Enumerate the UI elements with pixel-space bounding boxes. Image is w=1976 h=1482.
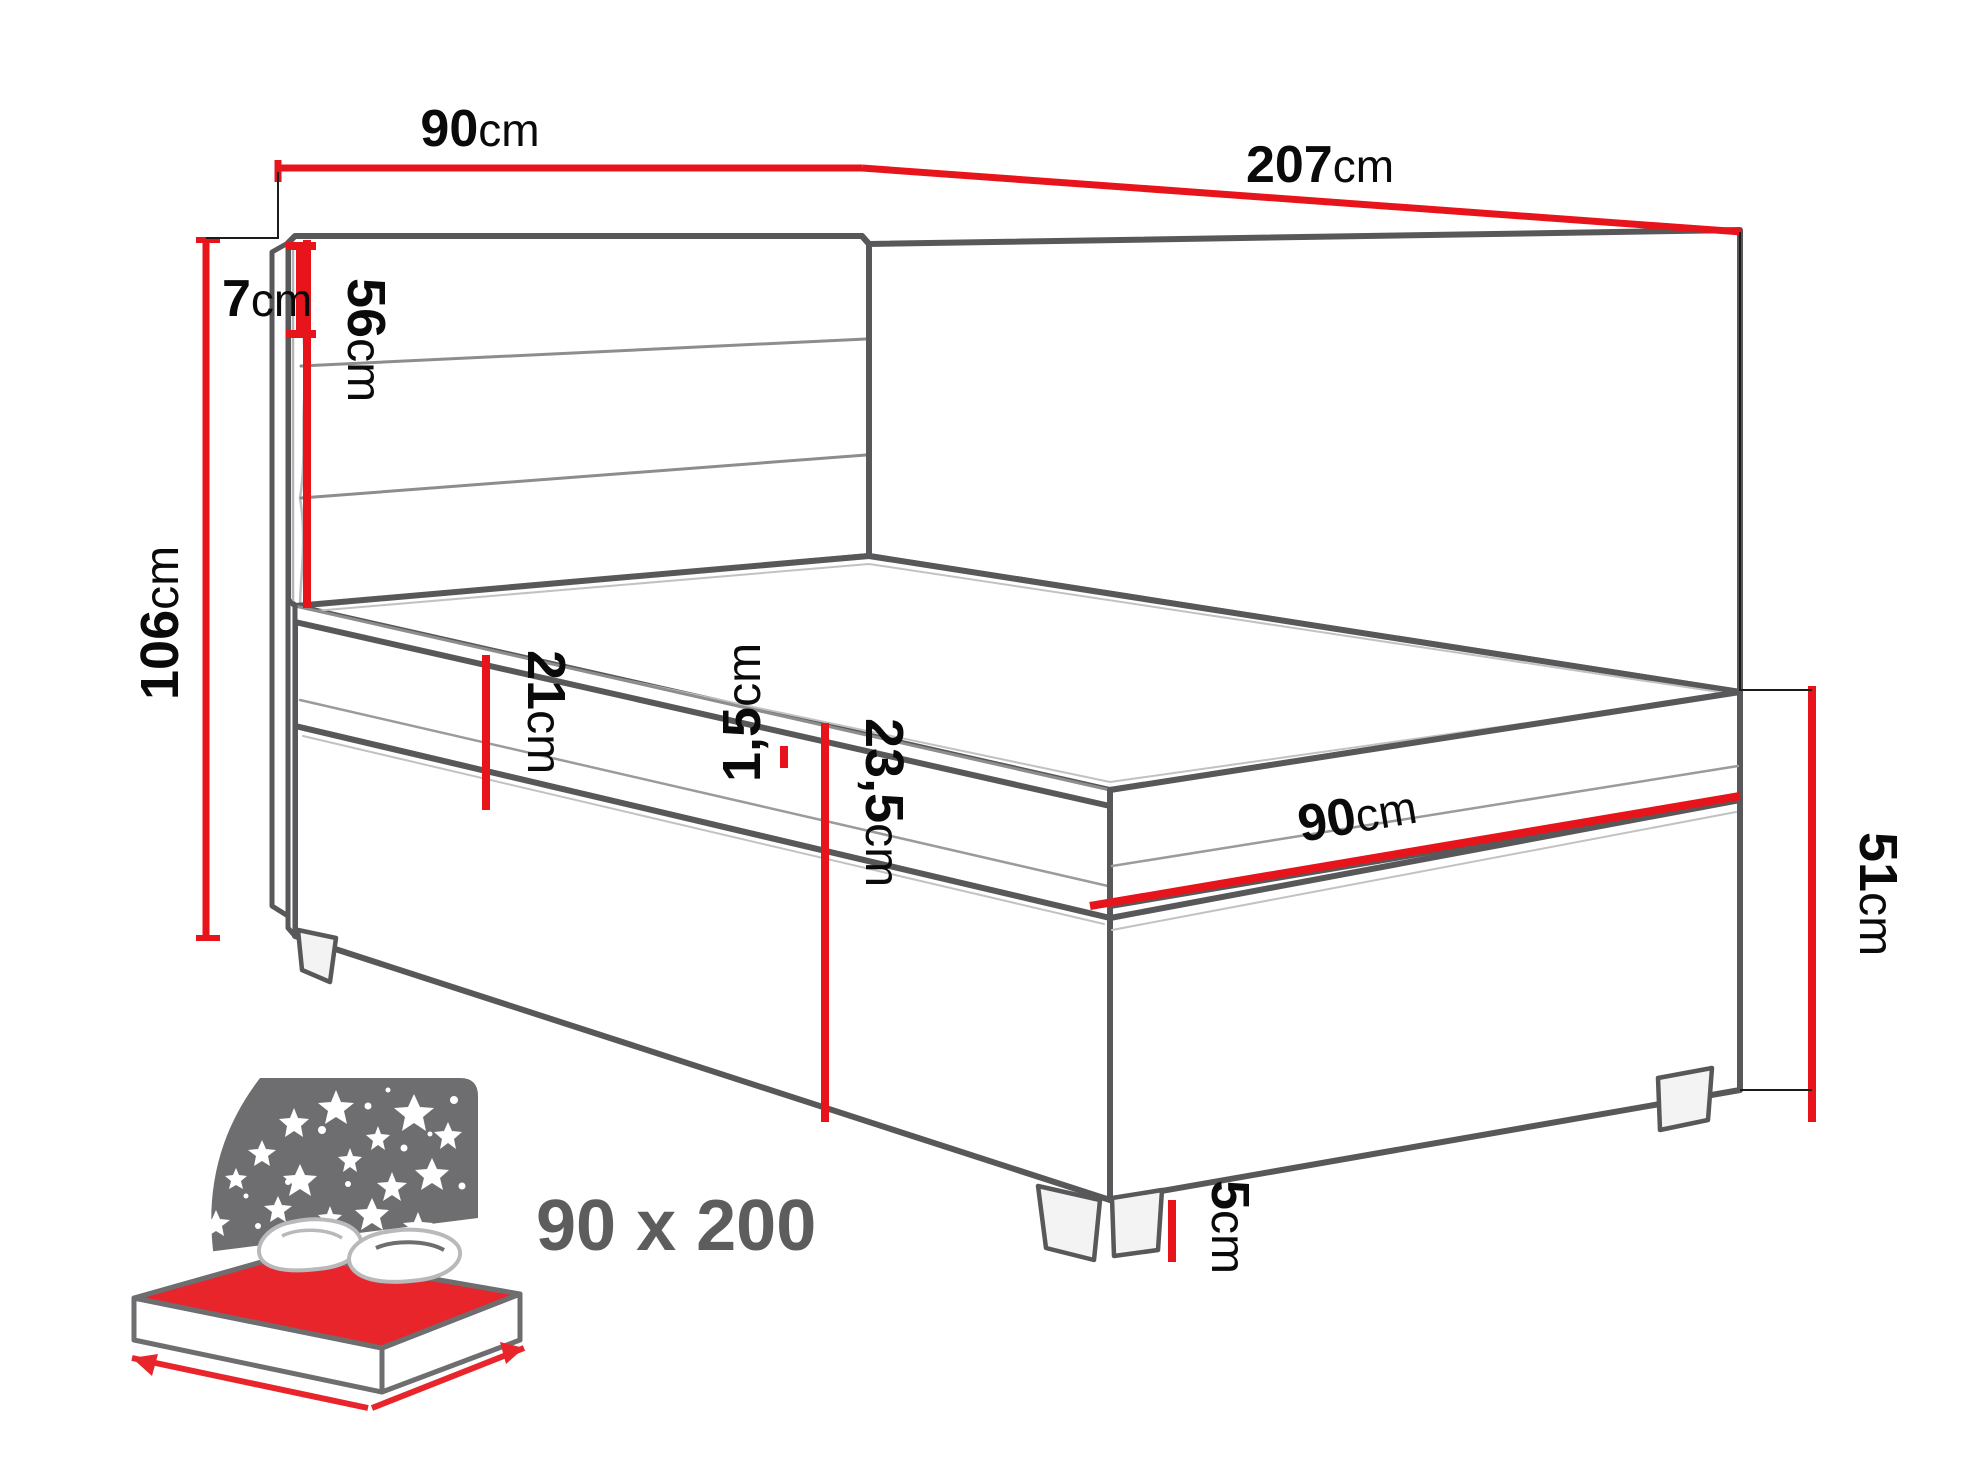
- leader-headboard-left: [206, 172, 279, 239]
- mattress-size-label: 90 x 200: [536, 1186, 816, 1266]
- arrow-line-width: [131, 1355, 369, 1411]
- arrow-head-length: [500, 1342, 524, 1364]
- dimline-bed-length: [861, 164, 1743, 236]
- arrow-head-width: [132, 1354, 158, 1376]
- dimension-lines: [196, 160, 1816, 1262]
- pillow-right-fold: [375, 1240, 445, 1252]
- label-topper-thickness: 1,5cm: [712, 643, 772, 782]
- label-bed-length: 207cm: [1246, 136, 1394, 194]
- sky-curve-cutout: [182, 1078, 260, 1258]
- leader-base-right-top: [1739, 232, 1812, 691]
- label-headboard-top-band: 7cm: [222, 270, 312, 328]
- leader-lines: [206, 172, 1812, 1091]
- label-mattress-thickness: 21cm: [516, 650, 576, 774]
- arrow-line-length: [370, 1345, 526, 1411]
- headboard-quilt-line-1: [299, 337, 868, 368]
- headboard-quilt-line-2: [299, 453, 868, 500]
- mattress-top-outline: [131, 1251, 523, 1351]
- headboard-lower-extension: [285, 597, 298, 939]
- label-headboard-panel: 56cm: [336, 278, 396, 402]
- pillow-left-fold: [281, 1228, 343, 1240]
- leg-front-right: [1035, 1183, 1103, 1263]
- mattress-right-side-seam: [1110, 764, 1740, 868]
- base-front-face-inner: [302, 735, 1105, 925]
- label-base-total-height: 51cm: [1848, 832, 1908, 956]
- stars-group: [189, 1087, 466, 1269]
- dimline-bed-width-side: [1089, 792, 1741, 910]
- mattress-measure-arrows: [131, 1342, 526, 1411]
- label-headboard-width: 90cm: [420, 100, 539, 158]
- leg-front-left: [295, 927, 339, 985]
- night-sky-backdrop: [160, 1078, 478, 1258]
- dimension-labels: 90cm 207cm 7cm 56cm 106cm 21cm: [130, 100, 1908, 1274]
- label-leg-height: 5cm: [1200, 1180, 1260, 1274]
- mattress-front-side-seam: [298, 698, 1110, 888]
- label-base-height: 23,5cm: [854, 718, 914, 887]
- mattress-size-icon: 90 x 200: [131, 1078, 816, 1411]
- pillow-left: [257, 1217, 363, 1273]
- label-bed-width-side: 90cm: [1294, 777, 1421, 854]
- moon-crescent-cutout: [160, 1078, 230, 1258]
- bed-illustration: [269, 227, 1743, 1263]
- pillow-right: [347, 1227, 462, 1284]
- base-right-face-inner: [1111, 811, 1737, 931]
- leg-back-right: [1655, 1065, 1715, 1133]
- label-total-height: 106cm: [130, 546, 190, 700]
- leg-mid-right: [1109, 1187, 1165, 1259]
